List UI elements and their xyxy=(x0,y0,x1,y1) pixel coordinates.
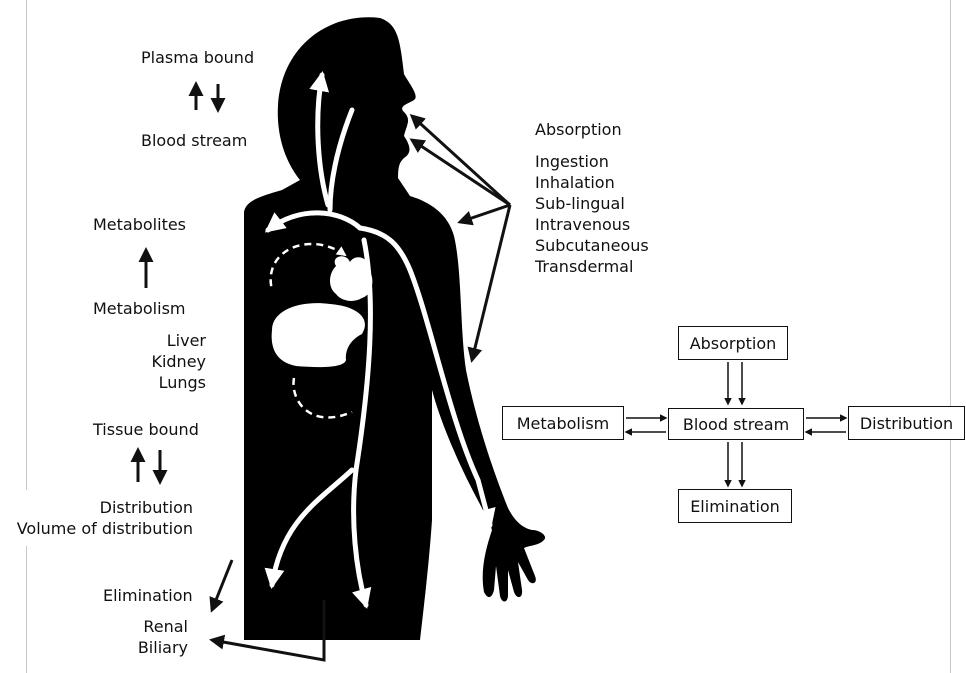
distribution-label: Distribution xyxy=(99,498,193,517)
box-absorption: Absorption xyxy=(678,326,788,360)
frame-line-left xyxy=(26,0,27,490)
liver-shape xyxy=(271,303,366,368)
route-sub-lingual: Sub-lingual xyxy=(535,194,625,213)
route-renal-label: Renal xyxy=(143,617,188,636)
route-intravenous: Intravenous xyxy=(535,215,631,234)
route-transdermal: Transdermal xyxy=(535,257,634,276)
metabolites-label: Metabolites xyxy=(93,215,187,234)
organ-kidney-label: Kidney xyxy=(151,352,206,371)
organ-liver-label: Liver xyxy=(166,331,206,350)
absorption-arrows xyxy=(409,113,512,363)
blood-stream-label: Blood stream xyxy=(141,131,248,150)
dashed-loops xyxy=(269,242,353,419)
box-distribution: Distribution xyxy=(848,406,965,440)
route-inhalation: Inhalation xyxy=(535,173,615,192)
route-subcutaneous: Subcutaneous xyxy=(535,236,649,255)
absorption-title: Absorption xyxy=(535,120,622,139)
heart-shape xyxy=(330,256,373,301)
route-biliary-label: Biliary xyxy=(137,638,188,657)
vessel-paths xyxy=(264,71,496,609)
frame-line-right xyxy=(950,0,951,673)
route-ingestion: Ingestion xyxy=(535,152,609,171)
flow-arrows xyxy=(624,362,848,488)
volume-of-distribution-label: Volume of distribution xyxy=(16,519,193,538)
organs xyxy=(271,256,373,368)
box-elimination: Elimination xyxy=(678,489,792,523)
organ-lungs-label: Lungs xyxy=(158,373,206,392)
plasma-bound-label: Plasma bound xyxy=(141,48,255,67)
box-blood-stream: Blood stream xyxy=(668,408,804,440)
metabolism-label: Metabolism xyxy=(93,299,186,318)
left-arrows xyxy=(130,81,326,662)
tissue-bound-label: Tissue bound xyxy=(93,420,199,439)
frame-line-left-lower xyxy=(26,546,27,673)
box-metabolism: Metabolism xyxy=(502,406,624,440)
elimination-label: Elimination xyxy=(103,586,193,605)
